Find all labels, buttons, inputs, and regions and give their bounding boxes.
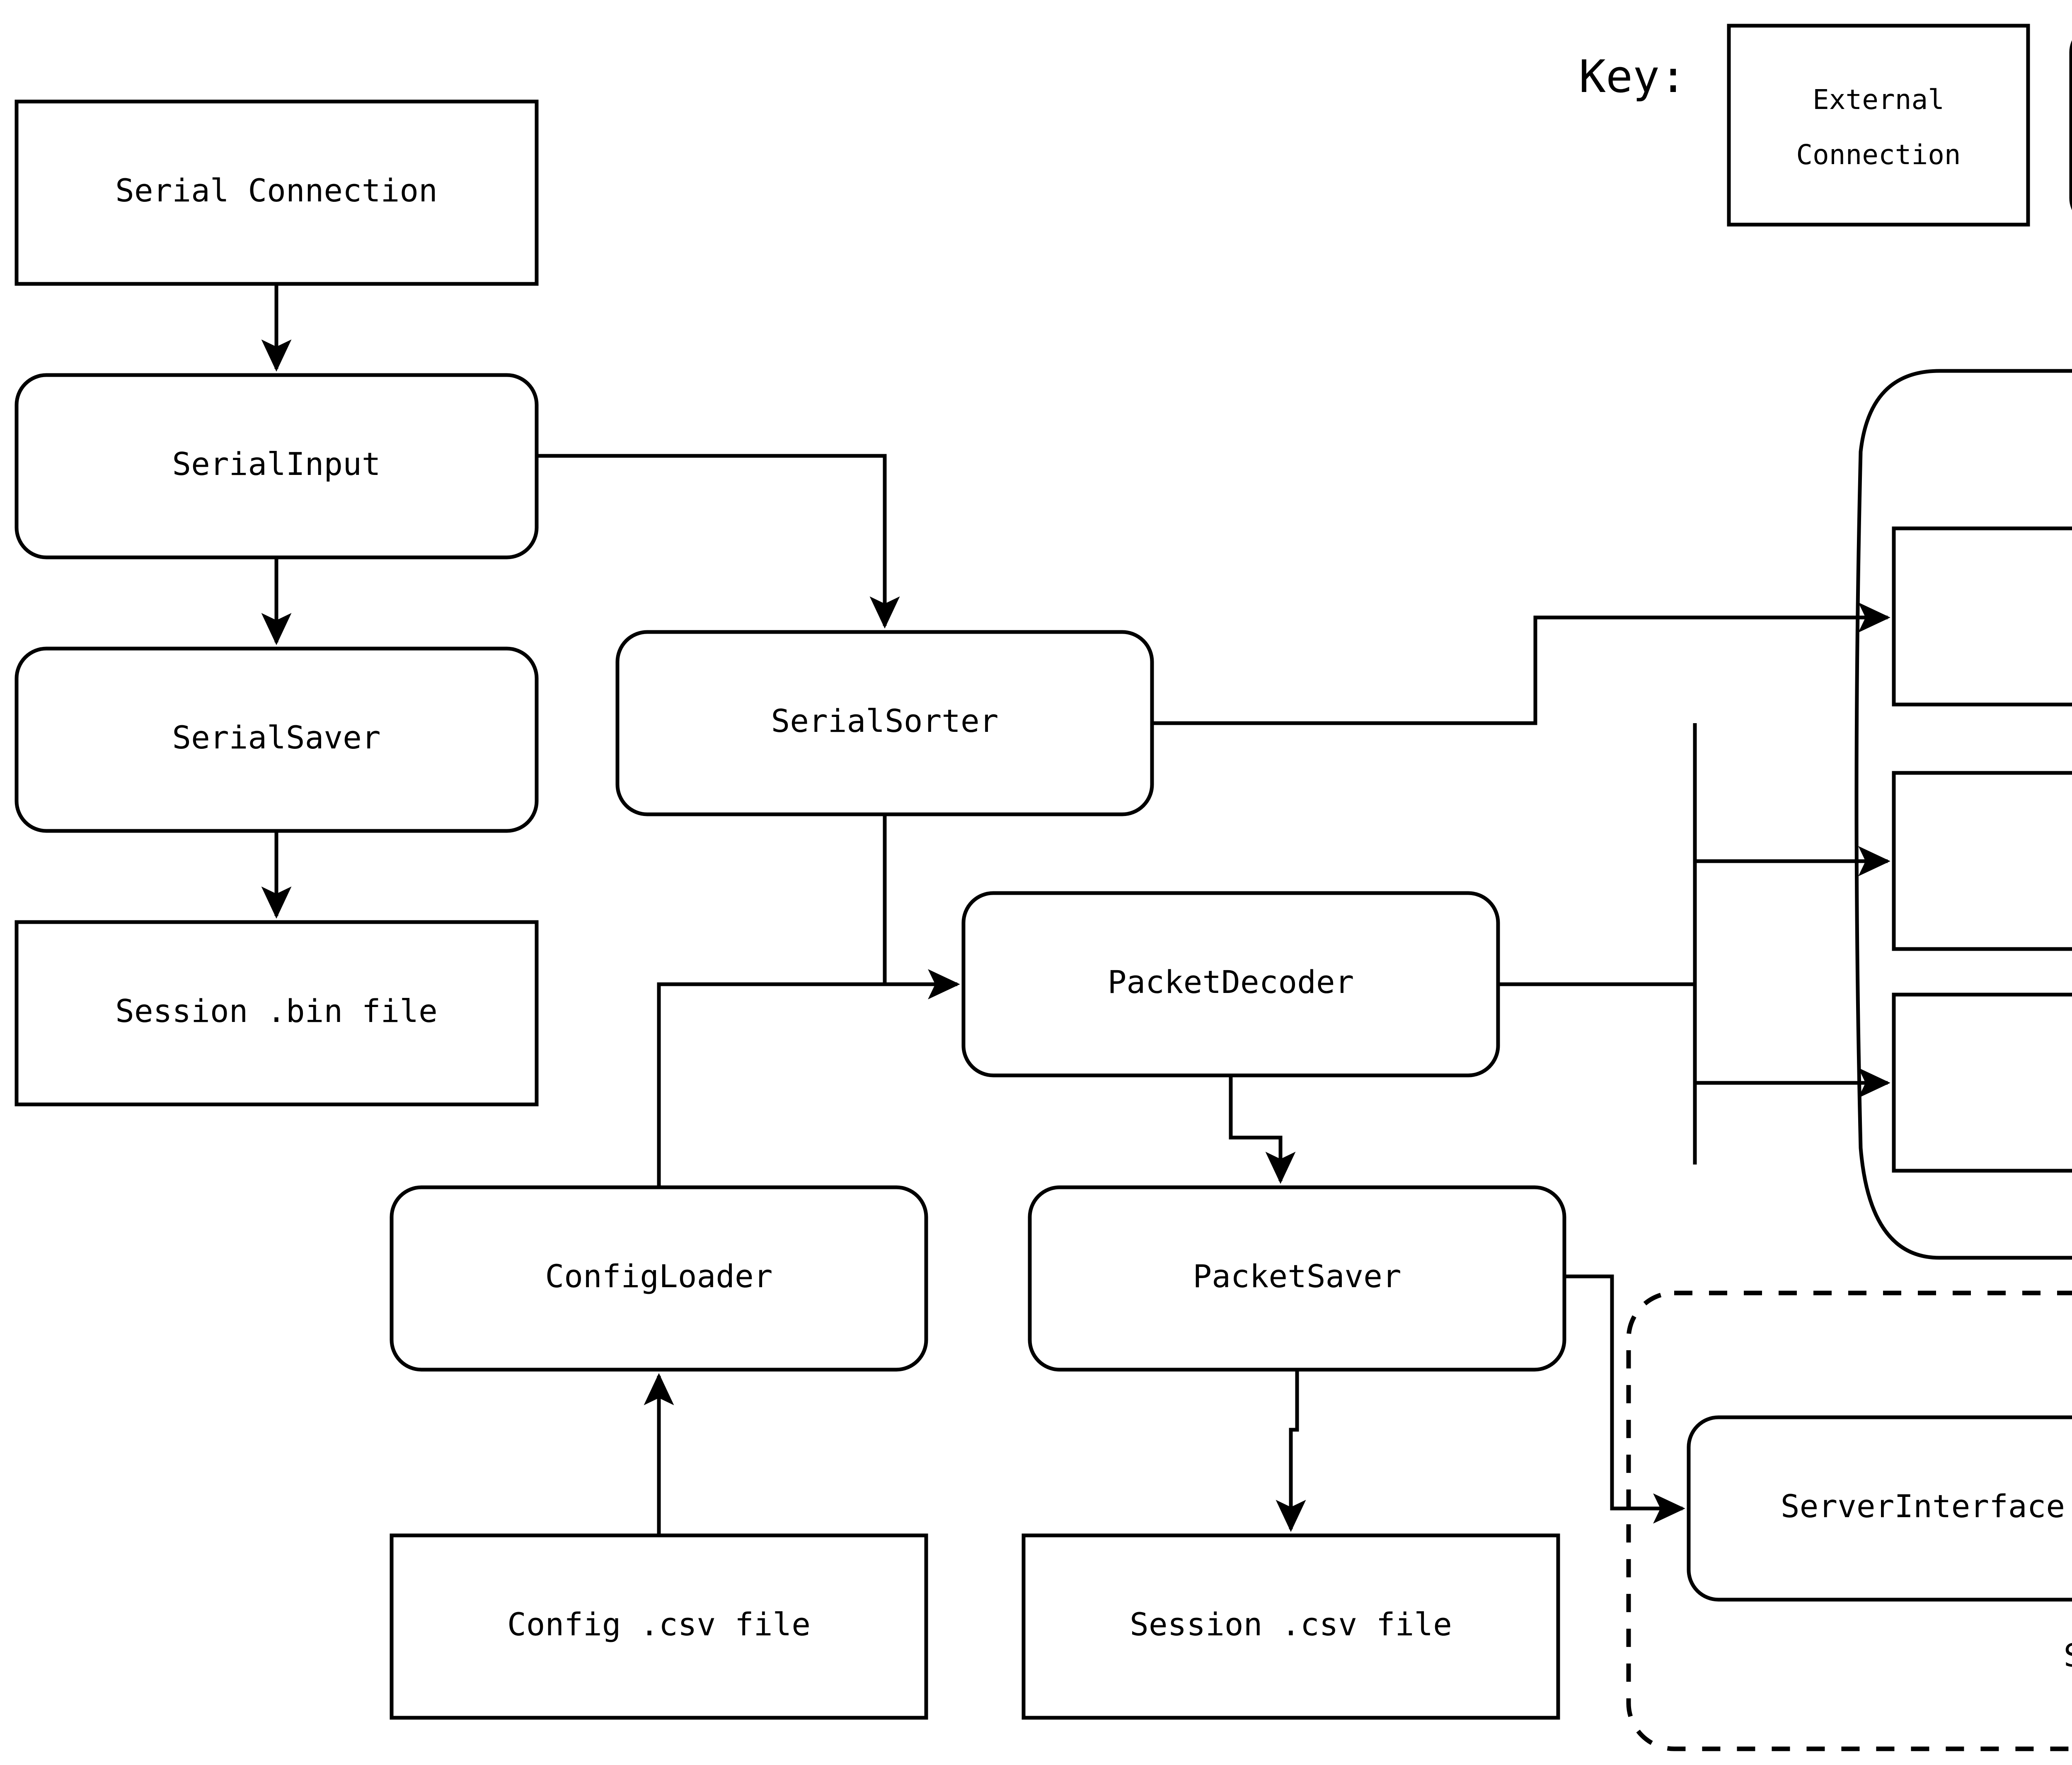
edge-packet-decoder-to-packet-saver bbox=[1229, 1075, 1296, 1184]
node-server-interface[interactable]: ServerInterface bbox=[1687, 1415, 2072, 1602]
server-interface-shape[interactable] bbox=[1687, 1415, 2072, 1602]
session-bin-file-shape[interactable] bbox=[15, 920, 539, 1106]
node-config-csv-file[interactable]: Config .csv file bbox=[390, 1533, 928, 1720]
node-serial-sorter[interactable]: SerialSorter bbox=[615, 630, 1154, 816]
edge-packet-saver-to-server-interface bbox=[1564, 1274, 1685, 1524]
edge-serial-input-to-serial-sorter bbox=[537, 454, 900, 629]
node-packet-decoder[interactable]: PacketDecoder bbox=[961, 891, 1500, 1077]
edge-config-loader-to-packet-decoder bbox=[657, 969, 960, 1187]
node-packet-saver[interactable]: PacketSaver bbox=[1028, 1185, 1566, 1372]
serial-saver-label: SerialSaver bbox=[172, 719, 380, 756]
data-frame-shape[interactable] bbox=[1892, 526, 2072, 707]
external-connection-label-2: Connection bbox=[1796, 139, 1961, 171]
packet-decoder-label: PacketDecoder bbox=[1108, 964, 1354, 1000]
node-gse-frame[interactable]: GSEFrame bbox=[1892, 771, 2072, 951]
node-data-frame[interactable]: DataFrame bbox=[1892, 526, 2072, 707]
server-group-label: Server w/ RESTful API bbox=[2064, 1637, 2072, 1674]
serial-input-label: SerialInput bbox=[172, 445, 380, 482]
node-session-bin-file[interactable]: Session .bin file bbox=[15, 920, 539, 1106]
node-session-csv-file[interactable]: Session .csv file bbox=[1021, 1533, 1560, 1720]
node-serial-connection[interactable]: Serial Connection bbox=[15, 99, 539, 286]
node-server-group[interactable]: Server w/ RESTful API bbox=[1626, 1290, 2072, 1751]
serial-connection-label: Serial Connection bbox=[115, 172, 438, 209]
session-csv-file-label: Session .csv file bbox=[1130, 1606, 1452, 1643]
external-connection-label-1: External bbox=[1813, 84, 1944, 116]
serial-connection-shape[interactable] bbox=[15, 99, 539, 286]
edge-packet-saver-to-session-csv-file bbox=[1276, 1370, 1306, 1532]
config-csv-file-label: Config .csv file bbox=[507, 1606, 811, 1643]
packet-saver-label: PacketSaver bbox=[1193, 1258, 1401, 1295]
node-config-loader[interactable]: ConfigLoader bbox=[390, 1185, 928, 1372]
edge-serial-sorter-to-data-frame bbox=[1152, 602, 1890, 725]
node-radio-frame[interactable]: RadioFrame bbox=[1892, 993, 2072, 1173]
node-serial-saver[interactable]: SerialSaver bbox=[15, 646, 539, 833]
radio-frame-shape[interactable] bbox=[1892, 993, 2072, 1173]
serial-sorter-label: SerialSorter bbox=[771, 702, 998, 739]
legend-item-external-connection: External Connection bbox=[1727, 24, 2030, 227]
session-bin-file-label: Session .bin file bbox=[115, 993, 438, 1029]
config-csv-file-shape[interactable] bbox=[390, 1533, 928, 1720]
external-connection-shape bbox=[1727, 24, 2030, 227]
node-serial-input[interactable]: SerialInput bbox=[15, 373, 539, 559]
session-csv-file-shape[interactable] bbox=[1021, 1533, 1560, 1720]
key-label: Key: bbox=[1579, 51, 1687, 103]
config-loader-label: ConfigLoader bbox=[545, 1258, 772, 1295]
gse-frame-shape[interactable] bbox=[1892, 771, 2072, 951]
server-interface-label: ServerInterface bbox=[1781, 1488, 2065, 1525]
